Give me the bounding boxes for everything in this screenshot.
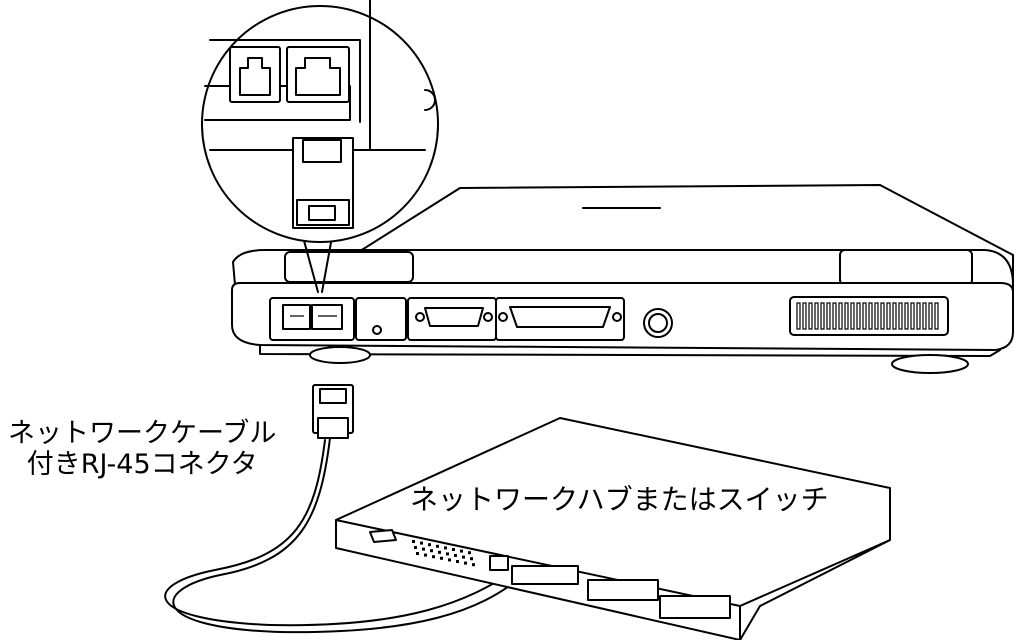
- vent-slat: [886, 302, 891, 330]
- hub-led: [432, 555, 435, 559]
- vent-slat: [844, 302, 849, 330]
- hub-led: [424, 553, 427, 557]
- hub-led: [446, 552, 449, 556]
- hub-led: [440, 556, 443, 560]
- hub-led: [416, 552, 419, 555]
- hub-led: [436, 544, 439, 548]
- hub-led: [438, 550, 441, 554]
- vent-slat: [892, 302, 897, 330]
- magnifier-callout: [201, 0, 439, 293]
- rj45-plug-icon: [312, 384, 354, 439]
- cable-label: ネットワークケーブル 付きRJ-45コネクタ: [8, 418, 276, 480]
- cable-label-line2: 付きRJ-45コネクタ: [26, 449, 258, 480]
- hub-led: [472, 563, 475, 567]
- vent-slat: [910, 302, 915, 330]
- vent-slat: [922, 302, 927, 330]
- hub-led: [412, 540, 415, 543]
- vent-slat: [862, 302, 867, 330]
- vent-slat: [880, 302, 885, 330]
- vent-slat: [826, 302, 831, 330]
- hub-led: [444, 546, 447, 550]
- hub-led: [420, 541, 423, 545]
- hub-led: [454, 554, 457, 557]
- hub-led: [462, 555, 465, 559]
- vent-slat: [802, 302, 807, 330]
- vent-slat: [814, 302, 819, 330]
- vent-slat: [928, 302, 933, 330]
- vent-slat: [868, 302, 873, 330]
- hub-label: ネットワークハブまたはスイッチ: [410, 483, 829, 516]
- vent-slat: [820, 302, 825, 330]
- vent-slat: [874, 302, 879, 330]
- hub-led: [430, 549, 433, 553]
- vent-slat: [934, 302, 939, 330]
- hub-led: [460, 549, 463, 553]
- laptop-illustration: [231, 184, 1014, 374]
- hub-led: [464, 561, 467, 565]
- hub-led: [452, 548, 455, 551]
- hub-led: [428, 543, 431, 547]
- vent-slat: [916, 302, 921, 330]
- vent-slat: [904, 302, 909, 330]
- vent-slat: [832, 302, 837, 330]
- hub-led: [468, 551, 471, 555]
- cable-label-line1: ネットワークケーブル: [8, 418, 277, 449]
- hub-led: [414, 546, 417, 549]
- vent-slat: [850, 302, 855, 330]
- vent-slat: [898, 302, 903, 330]
- vent-slat: [856, 302, 861, 330]
- vent-slat: [838, 302, 843, 330]
- hub-led: [448, 558, 451, 562]
- hub-led: [470, 557, 473, 561]
- vent-slat: [796, 302, 801, 330]
- vent-slat: [808, 302, 813, 330]
- network-hub-illustration: [335, 417, 891, 640]
- hub-led: [456, 560, 459, 563]
- hub-led: [422, 547, 425, 551]
